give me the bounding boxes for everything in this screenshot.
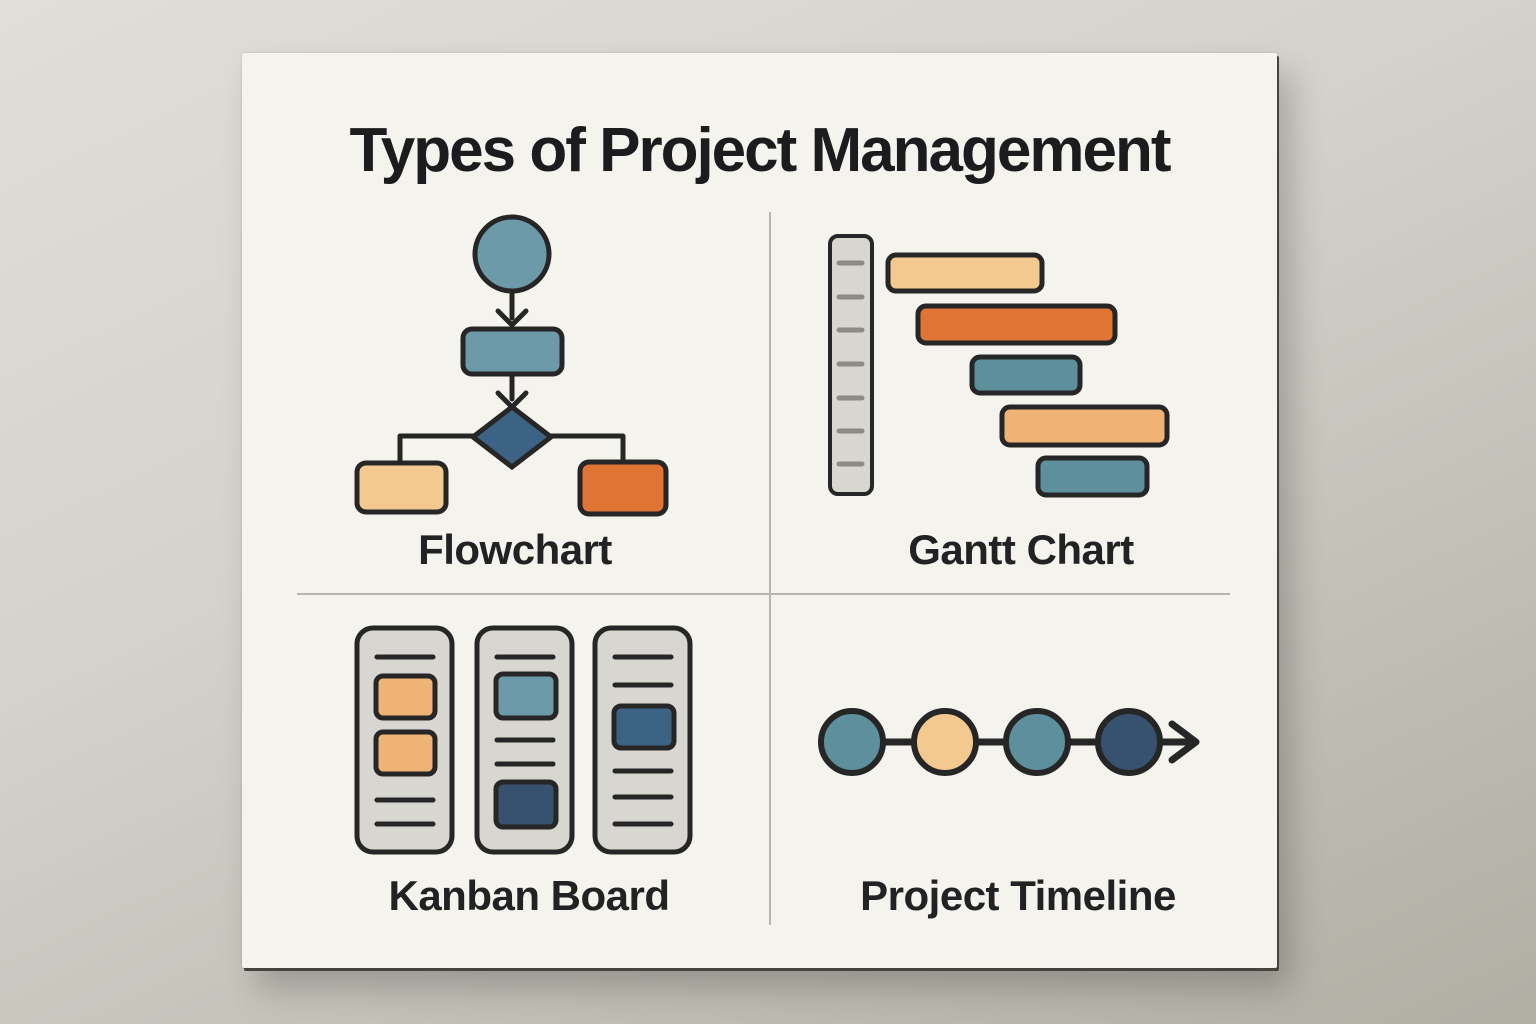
gantt-bar-1 [885, 252, 1045, 294]
timeline-milestone-3 [1003, 708, 1071, 776]
flow-arrowhead-1 [495, 308, 529, 328]
kanban-card-tan-1 [373, 673, 438, 721]
kanban-text-lines [374, 654, 674, 827]
flow-process-box [460, 326, 565, 377]
timeline-milestone-1 [818, 708, 886, 776]
gantt-bar-5 [1035, 455, 1150, 498]
gantt-ruler-ticks [836, 260, 865, 467]
flow-decision-diamond [468, 403, 556, 471]
vertical-divider [769, 212, 771, 925]
flowchart-icon [354, 214, 669, 517]
flow-start-circle [472, 214, 552, 294]
kanban-card-navy-dark [493, 779, 559, 830]
gantt-bar-2 [915, 303, 1118, 346]
flow-left-result-box [354, 460, 449, 515]
gantt-chart-icon [828, 234, 1170, 498]
timeline-milestone-4 [1095, 708, 1163, 776]
kanban-board-label: Kanban Board [388, 872, 670, 919]
page-title: Types of Project Management [349, 116, 1172, 185]
project-timeline-icon [818, 708, 1200, 776]
gantt-chart-label: Gantt Chart [908, 526, 1134, 573]
poster-card: Types of Project Management [242, 53, 1277, 968]
kanban-card-tan-2 [373, 729, 438, 777]
gantt-bar-4 [999, 404, 1170, 448]
flowchart-label: Flowchart [418, 526, 612, 573]
horizontal-divider [297, 593, 1230, 595]
project-timeline-label: Project Timeline [860, 872, 1176, 919]
timeline-arrowhead [1168, 720, 1200, 764]
flow-right-result-box [577, 459, 669, 517]
kanban-card-navy [611, 703, 677, 751]
kanban-board-icon [354, 625, 693, 855]
gantt-bar-3 [969, 354, 1083, 396]
kanban-card-teal [493, 671, 559, 721]
timeline-milestone-2 [911, 708, 979, 776]
